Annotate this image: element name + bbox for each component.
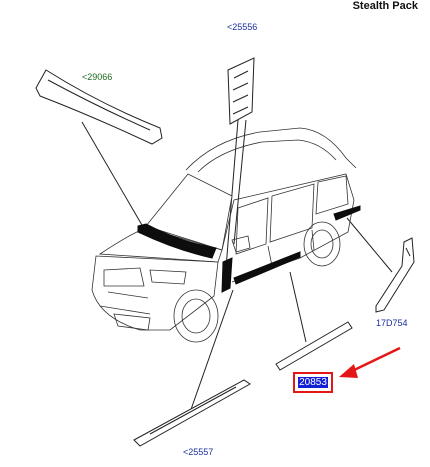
highlighted-callout[interactable]: 20853 bbox=[293, 372, 333, 393]
stealth-trims bbox=[137, 205, 361, 293]
sill-trim-part bbox=[275, 321, 353, 371]
callout-bottom[interactable]: <25557 bbox=[183, 447, 214, 457]
rear-bumper-trim-part bbox=[375, 237, 415, 313]
callout-top-center[interactable]: <25556 bbox=[227, 22, 258, 32]
leader-lines bbox=[81, 119, 393, 419]
highlight-arrow bbox=[339, 346, 401, 378]
vehicle-outline bbox=[91, 127, 357, 343]
callout-right[interactable]: 17D754 bbox=[376, 318, 408, 328]
callout-top-left[interactable]: <29066 bbox=[82, 72, 113, 82]
page-title: Stealth Pack bbox=[352, 0, 418, 12]
roof-spoiler-part bbox=[35, 69, 163, 145]
highlighted-callout-label: 20853 bbox=[298, 377, 328, 388]
lower-sill-part bbox=[133, 379, 251, 447]
pillar-trim-part bbox=[227, 57, 255, 125]
